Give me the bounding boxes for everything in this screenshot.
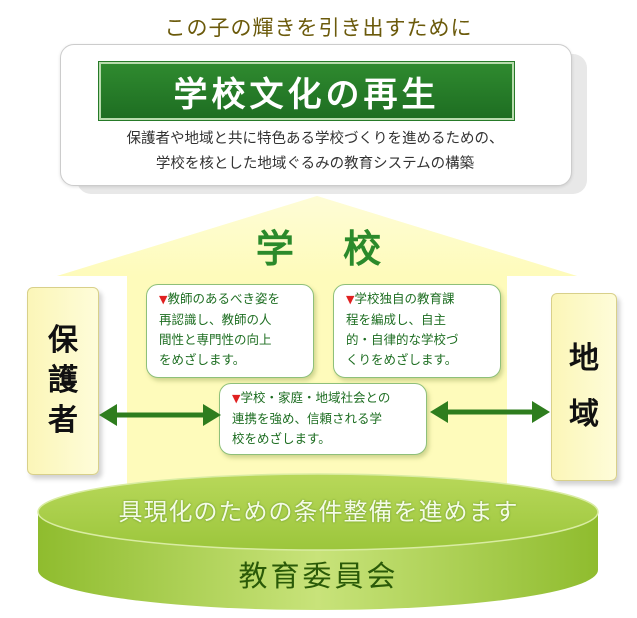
red-triangle-marker: ▼ [159, 293, 168, 306]
note-line: 学校・家庭・地域社会との [240, 390, 391, 405]
subtitle-line-2: 学校を核とした地域ぐるみの教育システムの構築 [155, 156, 475, 172]
title-banner: 学校文化の再生 [99, 62, 514, 120]
note-line: 学校独自の教育課 [354, 291, 455, 306]
community-char: 地 [569, 341, 599, 376]
school-label: 学 校 [255, 227, 400, 271]
note-line: 連携を強め、信頼される学 [232, 411, 383, 426]
guardians-char: 者 [48, 403, 78, 438]
base-caption: 具現化のための条件整備を進めます [118, 498, 519, 526]
note-teacher-quality: ▼教師のあるべき姿を 再認識し、教師の人 間性と専門性の向上 をめざします。 [146, 284, 314, 378]
note-line: 校をめざします。 [232, 431, 331, 446]
note-line: 再認識し、教師の人 [159, 312, 272, 327]
red-triangle-marker: ▼ [232, 392, 241, 405]
note-line: 間性と専門性の向上 [159, 332, 272, 347]
note-community-partnership: ▼学校・家庭・地域社会との 連携を強め、信頼される学 校をめざします。 [219, 383, 427, 455]
left-double-arrow-icon [99, 404, 221, 426]
note-line: 的・自律的な学校づ [346, 332, 459, 347]
board-of-education-label: 教育委員会 [238, 559, 399, 593]
community-box: 地 域 [551, 293, 617, 481]
subtitle-line-1: 保護者や地域と共に特色ある学校づくりを進めるための、 [126, 131, 504, 147]
right-double-arrow-icon [430, 401, 550, 423]
tagline: この子の輝きを引き出すために [164, 16, 473, 40]
base-cylinder [37, 473, 599, 610]
main-title: 学校文化の再生 [173, 74, 440, 115]
guardians-box: 保 護 者 [27, 287, 99, 475]
note-line: くりをめざします。 [346, 352, 458, 367]
community-char: 域 [569, 397, 599, 432]
red-triangle-marker: ▼ [346, 293, 355, 306]
note-line: 教師のあるべき姿を [167, 291, 280, 306]
guardians-char: 保 [48, 323, 78, 358]
house-roof [57, 196, 577, 276]
note-line: 程を編成し、自主 [346, 312, 447, 327]
note-curriculum: ▼学校独自の教育課 程を編成し、自主 的・自律的な学校づ くりをめざします。 [333, 284, 501, 378]
note-line: をめざします。 [159, 352, 246, 367]
guardians-char: 護 [48, 363, 78, 398]
